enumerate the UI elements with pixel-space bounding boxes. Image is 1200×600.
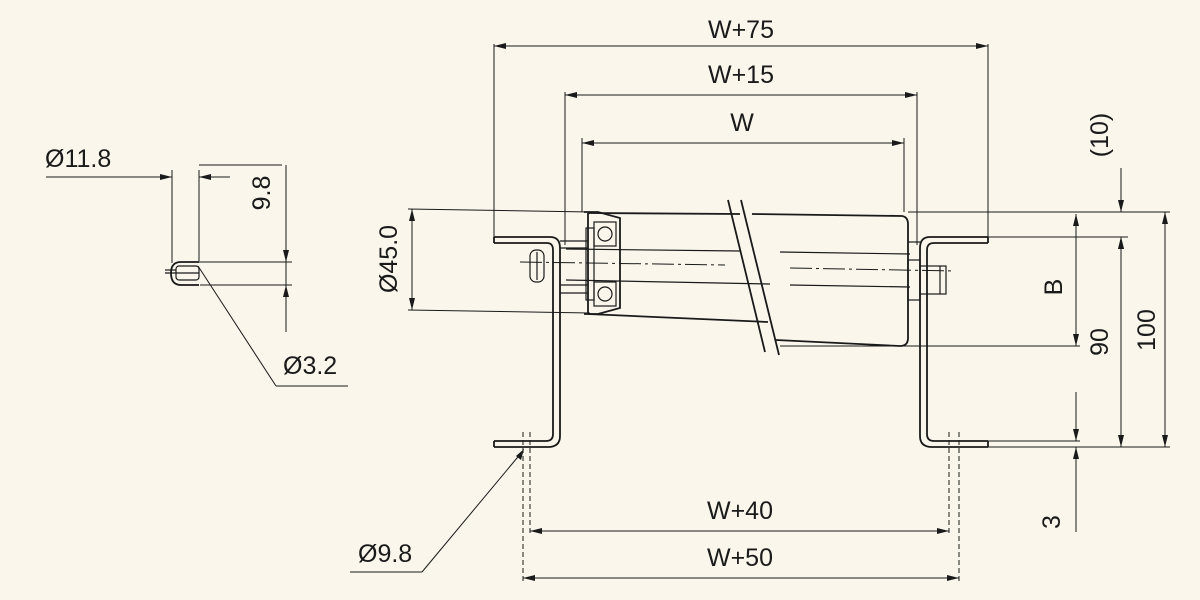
label-dia45: Ø45.0 (375, 225, 403, 293)
label-w50: W+50 (707, 544, 773, 572)
label-dia32: Ø3.2 (283, 352, 337, 380)
shaft-bottom (565, 279, 771, 285)
left-frame (493, 236, 588, 448)
right-frame (908, 236, 989, 448)
label-b: B (1040, 279, 1068, 296)
bottom-dimensions: W+40 W+50 Ø9.8 (350, 432, 960, 583)
extension-line (407, 208, 591, 213)
label-w: W (730, 109, 754, 137)
label-98: 9.8 (248, 176, 276, 211)
shaft-right-stub (907, 259, 921, 301)
arrowhead (283, 250, 289, 262)
label-dia118: Ø11.8 (45, 145, 111, 173)
bearing-bottom (593, 281, 617, 307)
center-line (519, 261, 726, 266)
bearing-top (593, 221, 617, 247)
roller-right-portion (751, 213, 909, 347)
right-frame-inner (926, 242, 988, 442)
bearing-ball-top (597, 226, 613, 242)
arrowhead (283, 285, 289, 297)
bearing-ball-bottom (597, 286, 613, 302)
label-90: 90 (1086, 328, 1114, 356)
label-w15: W+15 (708, 61, 774, 89)
shaft-top-right (779, 251, 911, 255)
left-frame-outer (494, 236, 561, 448)
extension-line (407, 309, 591, 314)
shaft-left-end (529, 249, 545, 283)
arrowhead (516, 449, 524, 460)
label-10: (10) (1086, 113, 1114, 157)
shaft-top (565, 248, 741, 252)
roller-bottom-edge-left (587, 313, 769, 323)
top-width-dimensions: W+75 W+15 W (493, 16, 989, 245)
right-height-dimensions: (10) B 90 100 3 (780, 113, 1170, 532)
leader-dia32 (197, 265, 277, 387)
shaft-end-detail: Ø11.8 9.8 Ø3.2 (45, 145, 348, 387)
bearing-seal (585, 227, 595, 301)
roller-top-edge-left (587, 212, 741, 215)
label-dia98: Ø9.8 (358, 540, 412, 568)
break-line-2 (740, 199, 780, 356)
break-line-1 (727, 199, 766, 353)
roller-diameter-dimension: Ø45.0 (375, 208, 591, 314)
shaft-bottom-right (789, 284, 911, 288)
roller-assembly (519, 199, 956, 356)
label-3: 3 (1038, 515, 1066, 529)
label-w40: W+40 (707, 497, 773, 525)
left-frame-inner (494, 242, 554, 442)
label-100: 100 (1133, 309, 1161, 351)
label-w75: W+75 (708, 16, 774, 44)
leader-dia98 (421, 451, 523, 573)
center-line (789, 267, 956, 272)
right-frame-outer (919, 236, 988, 448)
